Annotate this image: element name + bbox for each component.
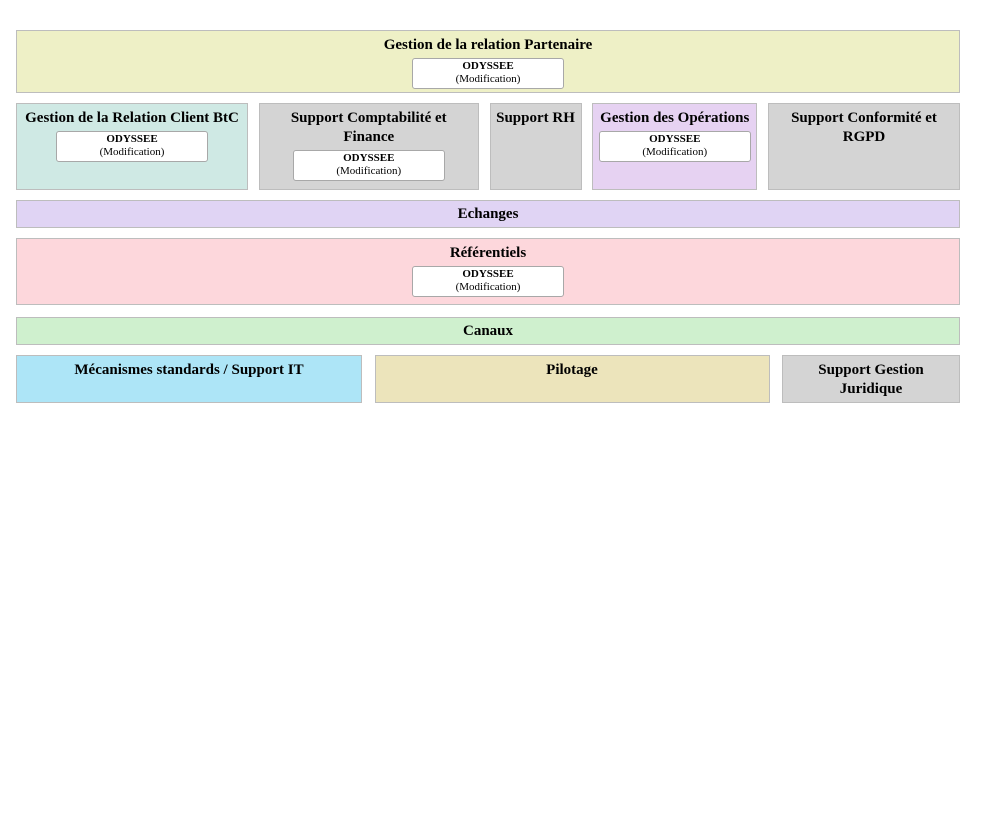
block-support-comptabilite-finance: Support Comptabilité et Finance ODYSSEE … <box>258 103 479 190</box>
block-title-echanges: Echanges <box>457 205 519 222</box>
block-support-gestion-juridique: Support Gestion Juridique <box>782 355 960 403</box>
app-name: ODYSSEE <box>343 152 395 164</box>
app-variant: (Modification) <box>336 165 402 177</box>
block-title-pilotage: Pilotage <box>546 362 598 378</box>
odyssee-app-box-compta: ODYSSEE (Modification) <box>292 150 445 181</box>
app-variant: (Modification) <box>455 281 521 293</box>
block-title-operations: Gestion des Opérations <box>600 110 750 126</box>
odyssee-app-box-operations: ODYSSEE (Modification) <box>598 131 751 162</box>
app-name: ODYSSEE <box>462 268 514 280</box>
row-capabilities: Gestion de la Relation Client BtC ODYSSE… <box>16 103 960 190</box>
block-mecanismes-standards-support-it: Mécanismes standards / Support IT <box>16 355 362 403</box>
app-variant: (Modification) <box>455 73 521 85</box>
app-variant: (Modification) <box>642 146 708 158</box>
block-title-mecanismes: Mécanismes standards / Support IT <box>74 362 304 378</box>
block-support-conformite-rgpd: Support Conformité et RGPD <box>768 103 960 190</box>
row-referentiels: Référentiels ODYSSEE (Modification) <box>16 238 960 305</box>
block-echanges: Echanges <box>16 200 960 228</box>
block-support-rh: Support RH <box>489 103 582 190</box>
odyssee-app-box-partner: ODYSSEE (Modification) <box>412 58 564 89</box>
app-name: ODYSSEE <box>462 60 514 72</box>
block-title-conformite: Support Conformité et RGPD <box>791 110 937 145</box>
row-support: Mécanismes standards / Support IT Pilota… <box>16 355 960 403</box>
app-variant: (Modification) <box>99 146 165 158</box>
block-title-rh: Support RH <box>496 110 575 126</box>
block-canaux: Canaux <box>16 317 960 345</box>
block-gestion-des-operations: Gestion des Opérations ODYSSEE (Modifica… <box>592 103 758 190</box>
row-echanges: Echanges <box>16 200 960 228</box>
row-partner: Gestion de la relation Partenaire ODYSSE… <box>16 30 960 93</box>
block-gestion-relation-client-btc: Gestion de la Relation Client BtC ODYSSE… <box>16 103 248 190</box>
block-title-referentiels: Référentiels <box>449 245 527 261</box>
app-name: ODYSSEE <box>106 133 158 145</box>
app-name: ODYSSEE <box>649 133 701 145</box>
block-referentiels: Référentiels ODYSSEE (Modification) <box>16 238 960 305</box>
row-canaux: Canaux <box>16 317 960 345</box>
block-gestion-relation-partenaire: Gestion de la relation Partenaire ODYSSE… <box>16 30 960 93</box>
capability-map: Gestion de la relation Partenaire ODYSSE… <box>16 30 960 403</box>
block-pilotage: Pilotage <box>374 355 770 403</box>
block-title-partner: Gestion de la relation Partenaire <box>383 37 593 53</box>
block-title-client-btc: Gestion de la Relation Client BtC <box>25 110 239 126</box>
block-title-canaux: Canaux <box>462 322 514 339</box>
odyssee-app-box-referentiels: ODYSSEE (Modification) <box>412 266 564 297</box>
odyssee-app-box-client-btc: ODYSSEE (Modification) <box>56 131 208 162</box>
block-title-juridique: Support Gestion Juridique <box>818 362 924 397</box>
block-title-compta: Support Comptabilité et Finance <box>290 110 447 145</box>
